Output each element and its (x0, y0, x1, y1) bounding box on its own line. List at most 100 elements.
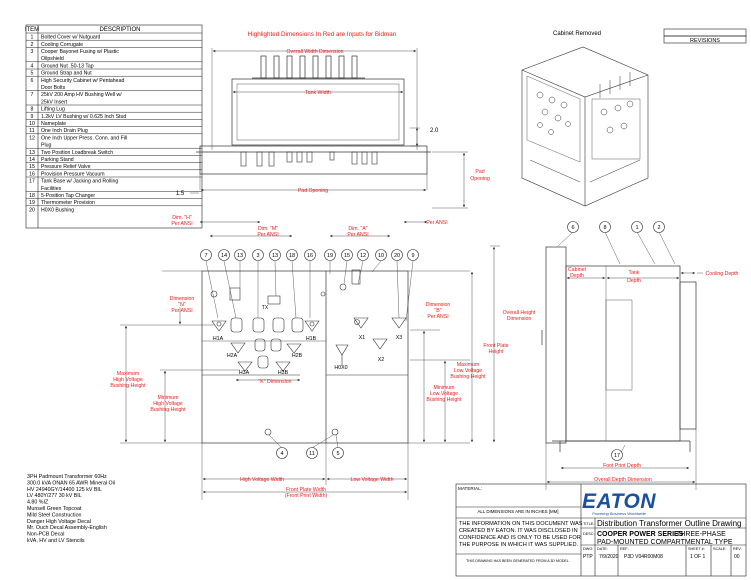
desc-series: COOPER POWER SERIES (597, 531, 684, 538)
max-lv-label-3: Bushing Height (450, 374, 486, 380)
item-balloon (286, 249, 298, 261)
item-balloon (269, 249, 281, 261)
terminal-label: X2 (378, 357, 385, 363)
cabinet-depth-label-2: Depth (570, 273, 584, 279)
title-field-label: TITLE: (583, 522, 594, 526)
item-balloon-number: 19 (327, 253, 333, 259)
eaton-logo-text: EATON (582, 490, 656, 513)
bom-item-description: Two Position Loadbreak Switch (41, 150, 113, 156)
date-value: 7/9/2020 (599, 554, 619, 560)
min-hv-label-3: Bushing Height (150, 407, 186, 413)
bom-item-number: 15 (29, 164, 35, 170)
item-balloon-number: 1 (635, 225, 638, 231)
bom-item-description: Parking Stand (41, 157, 74, 163)
bom-item-number: 14 (29, 157, 35, 163)
bom-item-description: 1.2kV LV Bushing w/ 0.625 Inch Stud (41, 114, 126, 120)
bom-item-number: 1 (31, 35, 34, 41)
item-balloon (200, 249, 212, 261)
bom-item-header: ITEM (25, 27, 39, 33)
item-balloon (407, 249, 419, 261)
bom-item-description: Oilpshield (41, 56, 64, 62)
item-balloon-number: 3 (256, 253, 259, 259)
eaton-tagline: Powering Business Worldwide (592, 511, 647, 516)
min-hv-label-1: Minimum (157, 395, 178, 401)
rev-label: REV: (733, 547, 742, 551)
dim-k-label: "K" Dimension (258, 379, 291, 385)
bom-item-description: High Security Cabinet w/ Pentahead (41, 78, 124, 84)
bom-item-number: 11 (29, 128, 34, 134)
item-balloon-number: 17 (614, 453, 620, 459)
foot-print-depth-label: Foot Print Depth (603, 463, 641, 469)
min-hv-label-2: High Voltage (153, 401, 183, 407)
item-balloon (567, 221, 579, 233)
confidential-line-1: THE INFORMATION ON THIS DOCUMENT WAS (459, 521, 583, 527)
bom-item-description: Bolted Cover w/ Nutguard (41, 35, 101, 41)
front-plate-height-label-1: Front Plate (483, 343, 508, 349)
max-lv-label-1: Maximum (457, 362, 479, 368)
cooling-fins (252, 55, 365, 79)
item-balloon (234, 249, 246, 261)
pad-opening-side-label-2: Opening (470, 176, 490, 182)
terminal-label: H0X0 (334, 365, 347, 371)
top-view (190, 48, 468, 238)
revisions-block: REVISIONS (663, 28, 747, 44)
ref-label: REF: (620, 547, 629, 551)
bom-description-header: DESCRIPTION (99, 27, 140, 33)
item-balloon (653, 221, 665, 233)
max-hv-label-1: Maximum (117, 371, 139, 377)
generated-note: THIS DRAWING HAS BEEN GENERATED FROM A 3… (466, 559, 570, 563)
bom-item-number: 13 (29, 150, 35, 156)
bom-item-description: Thermometer Provision (41, 200, 95, 206)
dwg-label: DWG: (583, 547, 593, 551)
bom-item-number: 6 (31, 78, 34, 84)
item-balloon (375, 249, 387, 261)
min-lv-label-2: Low Voltage (430, 391, 458, 397)
item-balloon-number: 18 (289, 253, 295, 259)
item-balloon-number: 20 (394, 253, 400, 259)
sheet-label: SHEET #: (688, 547, 705, 551)
confidential-line-3: CONFIDENCE AND IS ONLY TO BE USED FOR (459, 535, 581, 541)
item-balloon (218, 249, 230, 261)
spec-line: 300.0 kVA ONAN 65 AWR Mineral Oil (27, 480, 115, 486)
bom-item-number: 2 (31, 42, 34, 48)
item-balloon-number: 2 (657, 225, 660, 231)
bom-item-description: Cooper Bayonet Fusing w/ Plastic (41, 49, 119, 55)
bom-item-number: 4 (31, 63, 34, 69)
rev-value: 00 (734, 554, 740, 560)
bom-item-number: 17 (29, 179, 35, 185)
bom-item-number: 19 (29, 200, 35, 206)
pad-opening-side-label-1: Pad (475, 169, 484, 175)
bom-item-description: Provision Pressure Vacuum (41, 171, 105, 177)
bom-item-description: Door Bolts (41, 85, 66, 91)
max-hv-label-2: High Voltage (113, 377, 143, 383)
side-view (541, 231, 697, 490)
item-balloon (599, 221, 611, 233)
highlight-note: Highlighted Dimensions In Red are Inputs… (248, 31, 397, 38)
hv-width-label: High Voltage Width (240, 477, 284, 483)
ref-value: P3D V04R00M08 (624, 554, 663, 560)
spec-line: Non-PCB Decal (27, 532, 64, 538)
item-balloon (341, 249, 353, 261)
cabinet-depth-label-1: Cabinet (568, 267, 586, 273)
bom-item-number: 10 (29, 121, 35, 127)
bom-item-description: Facilities (41, 186, 62, 192)
isometric-cabinet-removed-view (521, 46, 649, 207)
item-balloon (304, 249, 316, 261)
terminal-label: X3 (396, 335, 403, 341)
min-lv-label-1: Minimum (433, 385, 454, 391)
bom-item-description: One Inch Drain Plug (41, 128, 88, 134)
spec-line: Munsell Green Topcoat (27, 506, 82, 512)
spec-line: Mild Steel Construction (27, 512, 82, 518)
tank-depth-label-2: Depth (627, 278, 641, 284)
item-balloon (357, 249, 369, 261)
bom-item-description: Tank Base w/ Jacking and Rolling (41, 179, 118, 185)
bom-item-number: 3 (31, 49, 34, 55)
item-balloon-number: 11 (309, 451, 315, 457)
spec-line: HV 24940GY/14400 125 kV BIL (27, 487, 102, 493)
eaton-logo: EATON Powering Business Worldwide (582, 490, 656, 516)
bom-item-description: Plug (41, 143, 51, 149)
item-balloon (276, 447, 288, 459)
